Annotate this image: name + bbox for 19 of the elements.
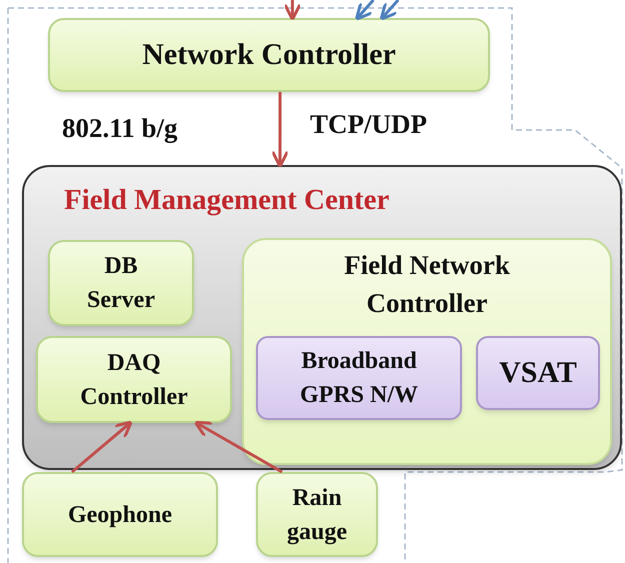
process-box: Network Controller bbox=[48, 18, 490, 92]
process-box: VSAT bbox=[476, 336, 600, 410]
protocol-label: TCP/UDP bbox=[310, 108, 427, 141]
arrow bbox=[194, 420, 283, 474]
group-box bbox=[242, 238, 612, 465]
arrow bbox=[71, 420, 133, 474]
arrow bbox=[380, 0, 400, 21]
process-box: Geophone bbox=[22, 472, 218, 557]
arrow bbox=[283, 0, 302, 21]
group-title: Field Management Center bbox=[64, 183, 390, 218]
group-title: Field Network Controller bbox=[343, 249, 511, 320]
process-box: Broadband GPRS N/W bbox=[256, 336, 462, 420]
arrow bbox=[271, 92, 289, 168]
process-box: DB Server bbox=[48, 240, 194, 326]
protocol-label: 802.11 b/g bbox=[62, 112, 178, 145]
group-box bbox=[22, 165, 622, 470]
arrow bbox=[354, 0, 375, 21]
process-box: DAQ Controller bbox=[36, 336, 232, 423]
process-box: Rain gauge bbox=[256, 472, 378, 557]
